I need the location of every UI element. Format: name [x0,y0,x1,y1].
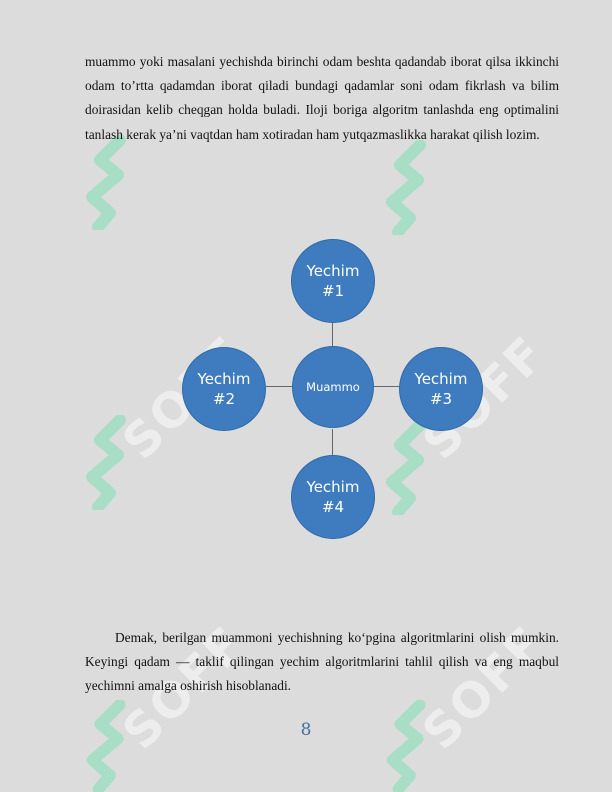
watermark-logo-icon [386,700,426,792]
node-label: Yechim [306,262,360,280]
connector-line [266,386,293,387]
solution-diagram: Yechim #1 Muammo Yechim #2 Yechim #3 Yec… [180,235,483,545]
node-label: #2 [212,390,236,408]
watermark-logo-icon [386,140,426,235]
solution-node-2: Yechim #2 [182,347,266,431]
connector-line [373,386,400,387]
solution-node-4: Yechim #4 [291,455,375,539]
solution-node-3: Yechim #3 [399,347,483,431]
problem-node: Muammo [292,346,374,428]
node-label: Muammo [306,380,360,394]
page-number: 8 [300,720,312,740]
node-label: #4 [321,498,345,516]
connector-line [332,429,333,455]
watermark-logo-icon [86,415,126,510]
node-label: Yechim [306,478,360,496]
body-paragraph: Demak, berilgan muammoni yechishning ko‘… [85,630,559,694]
watermark-logo-icon [86,700,126,792]
node-label: Yechim [197,370,251,388]
connector-line [332,317,333,349]
body-paragraph: muammo yoki masalani yechishda birinchi … [85,54,559,142]
node-label: #3 [429,390,453,408]
solution-node-1: Yechim #1 [291,239,375,323]
node-label: #1 [321,282,345,300]
node-label: Yechim [414,370,468,388]
watermark-logo-icon [86,135,126,230]
